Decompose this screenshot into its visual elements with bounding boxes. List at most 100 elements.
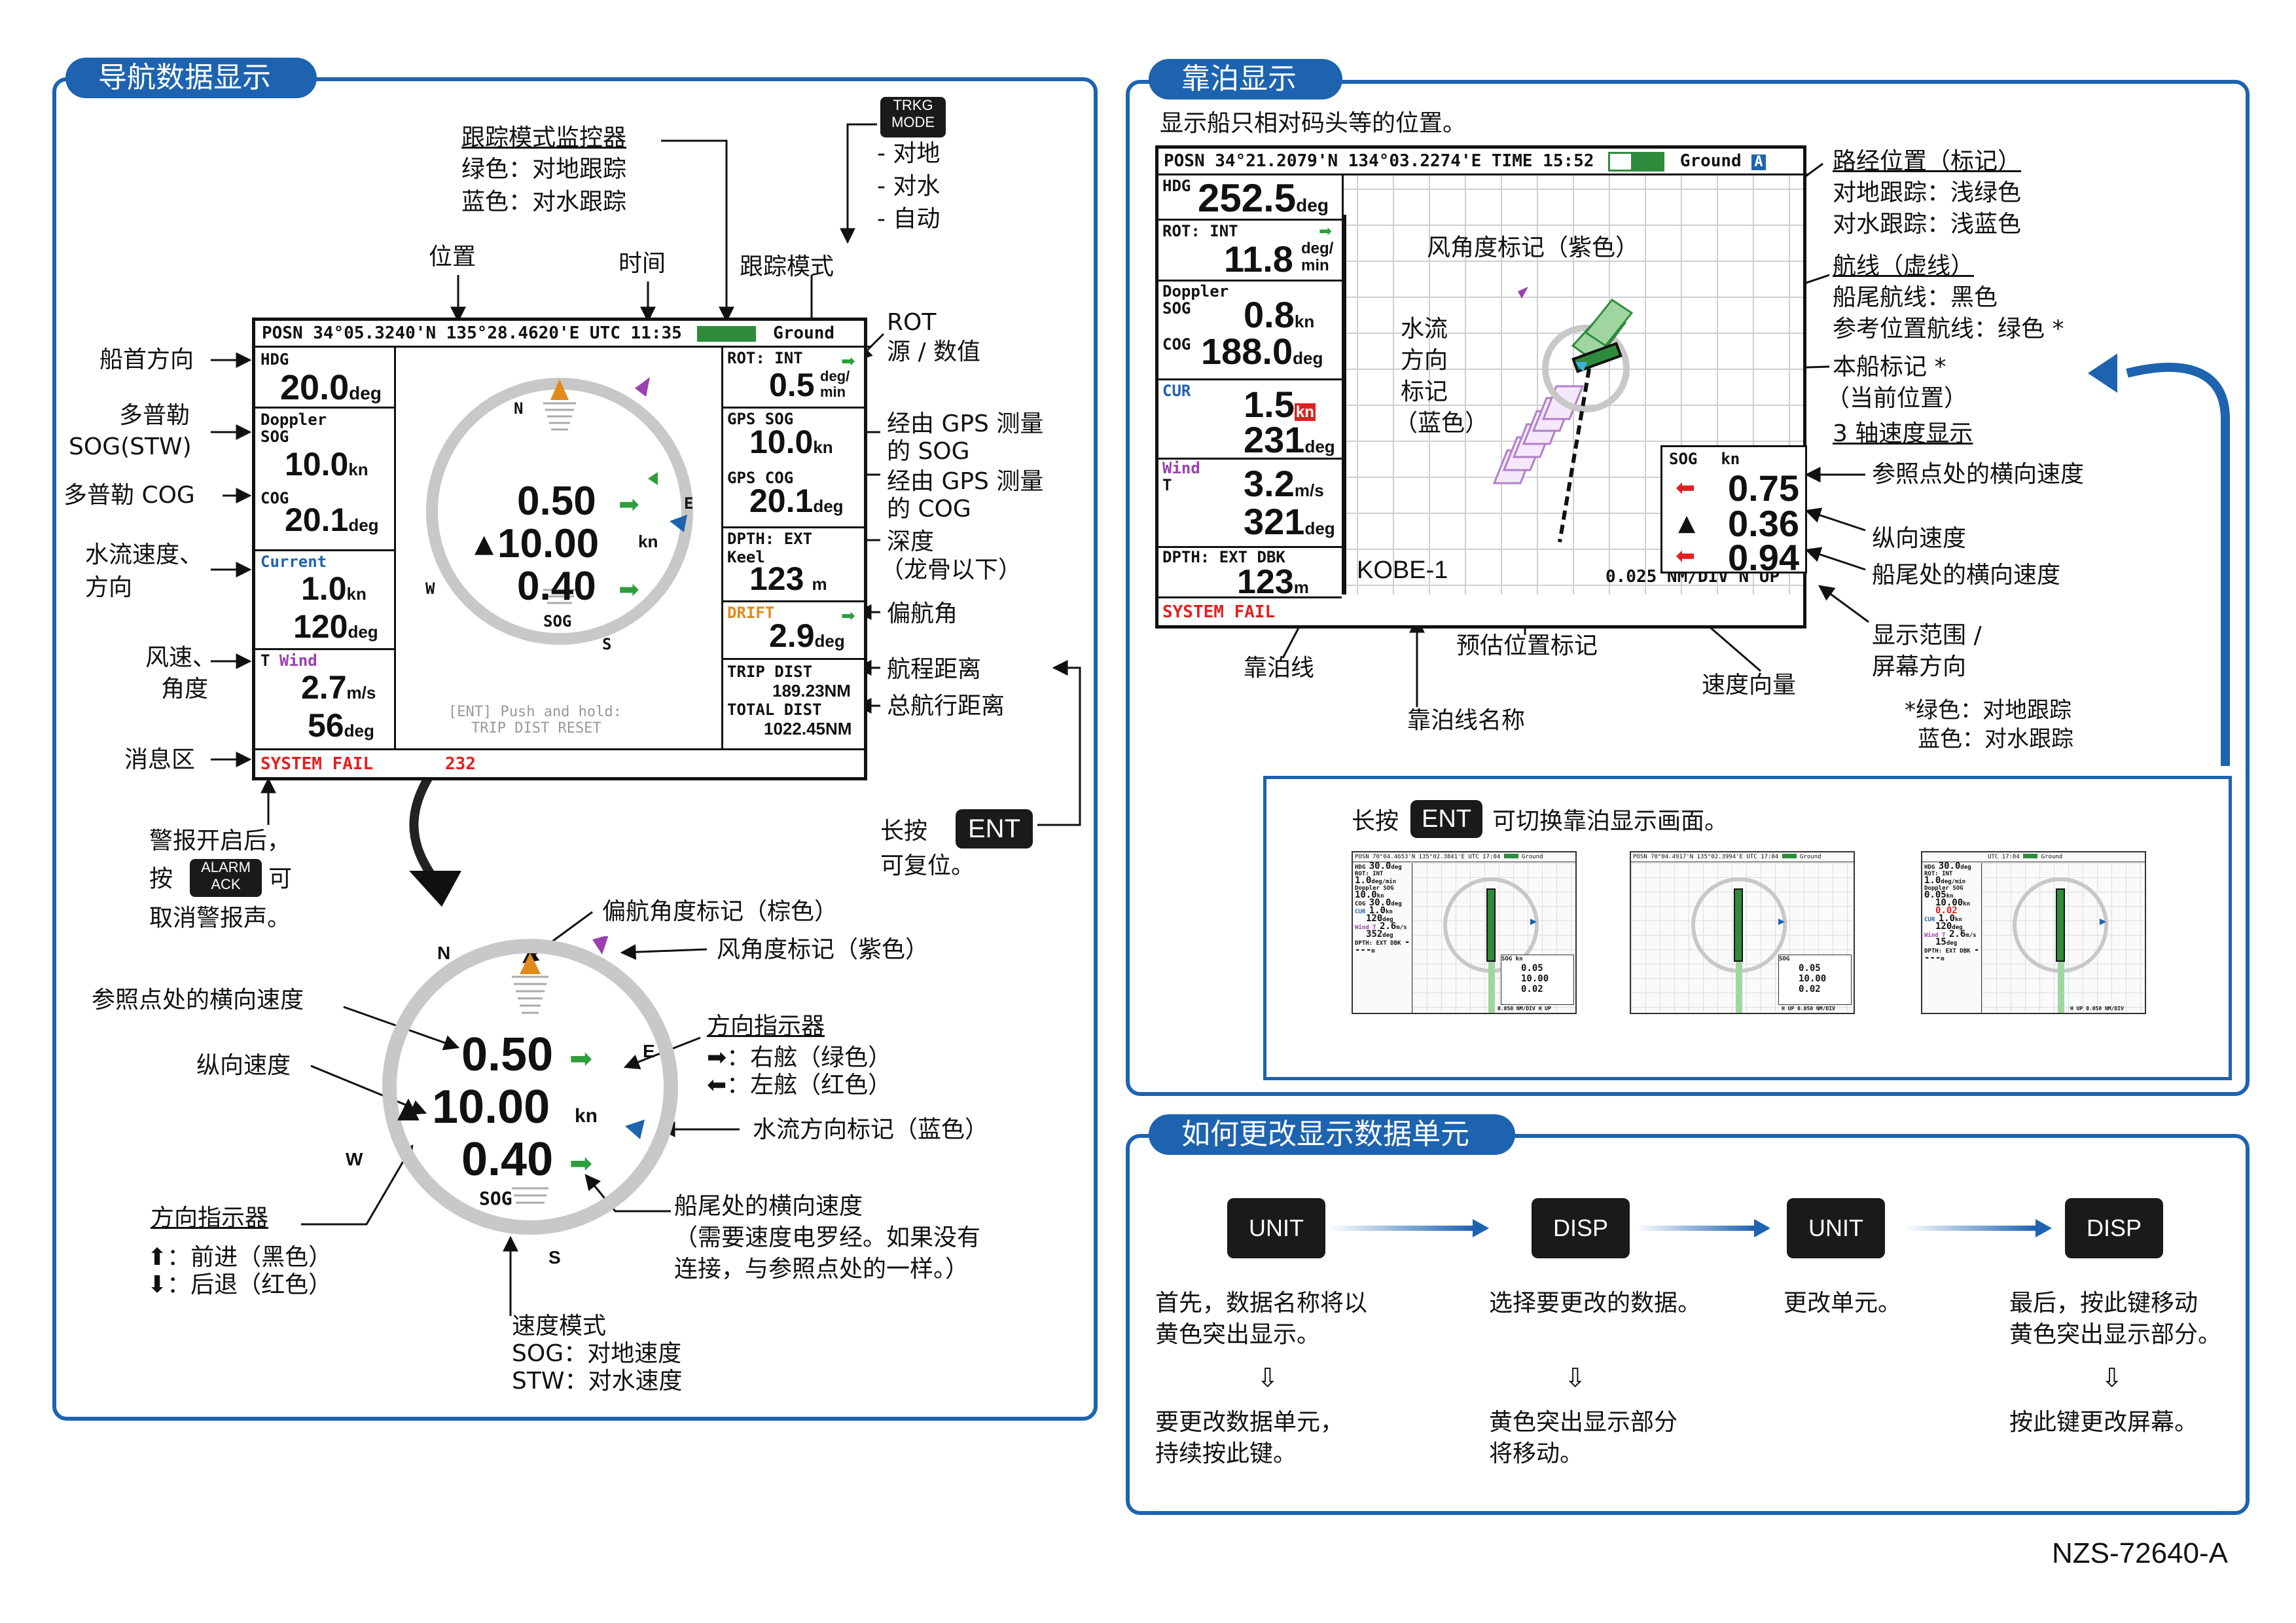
step2-down-arrow-icon: ⇩ [1564, 1363, 1587, 1393]
alarm-text-1: 警报开启后， [149, 828, 291, 854]
gps-cog-label-2: 的 COG [887, 496, 971, 522]
wind-label-2: 角度 [161, 676, 209, 702]
berth-name-label: 靠泊线名称 [1407, 707, 1526, 734]
doppler-label-2: SOG(STW) [69, 433, 192, 460]
depth-label-2: （龙骨以下） [880, 556, 1022, 583]
range-label-2: 屏幕方向 [1872, 653, 1967, 680]
ahead-legend: ⬆：前进（黑色） [147, 1244, 332, 1271]
route-stern-label: 船尾航线：黑色 [1833, 284, 1998, 311]
doppler-cog-label: 多普勒 COG [63, 482, 195, 509]
big-stern-speed: 0.40 [461, 1133, 554, 1186]
big-dial-n: N [437, 943, 451, 963]
gps-sog-label-2: 的 SOG [887, 438, 970, 465]
step4-text-c: 按此键更改屏幕。 [2009, 1409, 2198, 1436]
cur-mark-label-4: （蓝色） [1394, 410, 1489, 437]
dial-e: E [684, 494, 694, 513]
ent-key-berth: ENT [1410, 800, 1482, 838]
unit-key-1: UNIT [1227, 1198, 1325, 1258]
step1-text-a: 首先，数据名称将以 [1155, 1290, 1368, 1317]
speed-mode-label-1: 速度模式 [512, 1313, 607, 1340]
dial-speed-mode: SOG [543, 612, 572, 630]
route-ref-label: 参考位置航线：绿色 * [1833, 316, 2064, 342]
depth-label-1: 深度 [887, 528, 935, 555]
dial-long-speed: 10.00 [497, 521, 600, 566]
stern-lat-label: 船尾处的横向速度 [1872, 562, 2061, 589]
berth-hdg-cell: HDG 252.5deg [1158, 175, 1342, 221]
box-port-arrow-icon-2: ⬅ [1676, 543, 1696, 570]
own-ship-label-2: （当前位置） [1826, 385, 1968, 412]
astern-legend: ⬇：后退（红色） [147, 1271, 332, 1298]
doppler-label-1: 多普勒 [119, 402, 190, 429]
track-mode-label: 跟踪模式 [740, 253, 834, 280]
berth-screen: POSN 34°21.2079'N 134°03.2274'E TIME 15:… [1155, 145, 1808, 629]
bow-starboard-arrow-icon: ➡ [619, 490, 639, 519]
alarm-text-3: 取消警报声。 [149, 905, 291, 932]
hdg-cell: HDG 20.0deg [255, 348, 394, 409]
unit-panel-title: 如何更改显示数据单元 [1149, 1114, 1515, 1155]
unit-panel [1126, 1134, 2250, 1515]
big-ahead-arrow-icon: ▲ [397, 1091, 420, 1124]
step1-down-arrow-icon: ⇩ [1257, 1363, 1279, 1393]
mode-a-icon: A [1751, 155, 1766, 170]
berth-panel-title: 靠泊显示 [1149, 59, 1342, 100]
track-green-label: 对地跟踪：浅绿色 [1833, 179, 2022, 206]
right-column: ROT: INT ➡ 0.5 deg/min GPS SOG 10.0kn GP… [721, 348, 866, 748]
big-dial-w: W [346, 1149, 363, 1169]
current-label-1: 水流速度、 [85, 541, 204, 568]
track-monitor-bar [697, 325, 757, 342]
monitor-title: 跟踪模式监控器 [461, 124, 627, 151]
drift-marker-label: 偏航角度标记（棕色） [602, 898, 838, 925]
big-bow-speed: 0.50 [461, 1029, 554, 1081]
step1-text-c: 要更改数据单元， [1155, 1409, 1344, 1436]
dial-stern-speed: 0.40 [517, 564, 596, 609]
track-blue-label: 对水跟踪：浅蓝色 [1833, 211, 2022, 238]
cur-mark-label-1: 水流 [1401, 316, 1448, 342]
route-label: 航线（虚线） [1833, 253, 1975, 280]
big-dial-ring [382, 936, 678, 1235]
ent-label-1: 长按 [880, 818, 928, 845]
big-stern-arrow-icon: ➡ [569, 1147, 593, 1179]
range-label-1: 显示范围 / [1872, 622, 1982, 649]
wind-cell: T Wind 2.7m/s 56deg [260, 651, 376, 744]
long-label: 纵向速度 [1872, 525, 1967, 552]
berth-left-column: HDG 252.5deg ROT: INT ➡ 11.8 deg/min Dop… [1158, 175, 1344, 601]
thumb-screen-1: POSN 70°04.4653'N 135°02.3841'E UTC 17:0… [1352, 851, 1577, 1014]
unit-key-2: UNIT [1787, 1198, 1885, 1258]
trkg-opt-auto: - 自动 [877, 206, 941, 232]
heading-label: 船首方向 [99, 346, 194, 373]
berth-line-label: 靠泊线 [1244, 655, 1315, 682]
starboard-arrow-icon: ➡ [707, 1044, 727, 1071]
cog-cell: COG 20.1deg [255, 489, 394, 551]
drift-cell: DRIFT ➡ 2.9deg [723, 602, 866, 660]
step2-text-a: 选择要更改的数据。 [1489, 1290, 1702, 1317]
alarm-text-2a: 按 [149, 866, 173, 892]
wind-mark-label: 风角度标记（紫色） [1427, 234, 1640, 261]
step1-text-d: 持续按此键。 [1155, 1440, 1297, 1467]
thumb-screen-2: POSN 70°04.4917'N 135°02.3994'E UTC 17:0… [1630, 851, 1855, 1014]
berth-message-bar: SYSTEM FAIL [1158, 596, 1342, 627]
current-marker-label: 水流方向标记（蓝色） [753, 1116, 989, 1143]
ahead-icon: ⬆ [147, 1244, 168, 1271]
doc-code: NZS-72640-A [2052, 1537, 2229, 1569]
step4-text-b: 黄色突出显示部分。 [2009, 1321, 2222, 1348]
msg-area-label: 消息区 [124, 746, 196, 773]
berth-header: POSN 34°21.2079'N 134°03.2274'E TIME 15:… [1158, 149, 1808, 175]
berth-map-graphics [1344, 215, 1634, 594]
step4-text-a: 最后，按此键移动 [2009, 1290, 2198, 1317]
wind-label-1: 风速、 [145, 644, 217, 671]
cur-mark-label-2: 方向 [1401, 347, 1448, 374]
drift-arrow-icon: ➡ [841, 606, 855, 626]
gps-sog-cell: GPS SOG 10.0kn [727, 410, 833, 460]
switch-label-1: 长按 [1352, 808, 1399, 835]
box-v1: 0.75 [1728, 467, 1799, 509]
drift-label: 偏航角 [887, 600, 958, 627]
monitor-green: 绿色：对地跟踪 [461, 156, 627, 183]
berth-name: KOBE-1 [1357, 556, 1448, 584]
nav-panel-title: 导航数据显示 [65, 58, 317, 98]
gps-cog-label-1: 经由 GPS 测量 [887, 468, 1044, 495]
trkg-opt-water: - 对水 [877, 173, 941, 200]
step2-text-c: 黄色突出显示部分 [1489, 1409, 1678, 1436]
note-label-1: *绿色：对地跟踪 [1905, 697, 2072, 723]
